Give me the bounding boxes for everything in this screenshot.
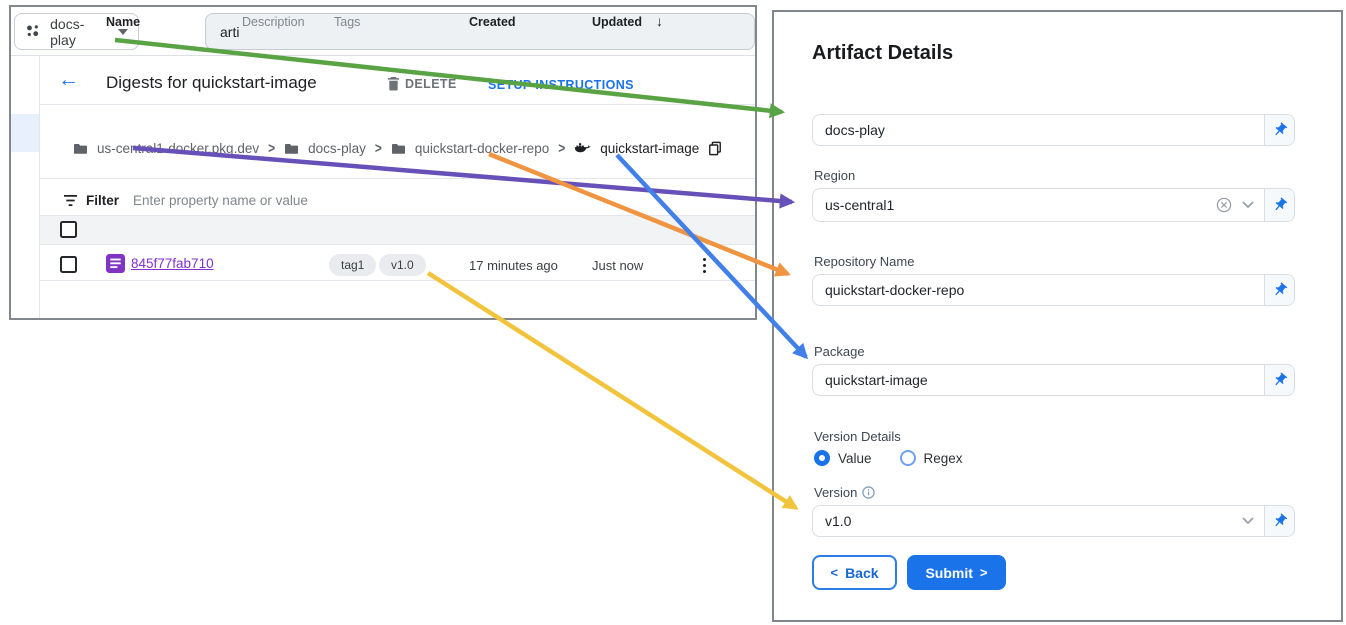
submit-button-label: Submit — [925, 564, 973, 581]
delete-button-label: DELETE — [405, 76, 457, 91]
back-arrow-icon[interactable]: ← — [58, 68, 79, 91]
region-label: Region — [814, 168, 856, 183]
region-input[interactable] — [825, 197, 1204, 213]
pin-button[interactable] — [1264, 115, 1294, 145]
tag-chip[interactable]: tag1 — [329, 254, 377, 276]
version-field — [812, 505, 1295, 537]
pin-button[interactable] — [1264, 275, 1294, 305]
pin-button[interactable] — [1264, 506, 1294, 536]
breadcrumb-separator: > — [558, 139, 566, 157]
version-details-radio-group: Value Regex — [814, 450, 963, 466]
clear-icon[interactable] — [1216, 197, 1232, 213]
tag-chip[interactable]: v1.0 — [379, 254, 426, 276]
filter-bar: Filter — [63, 189, 554, 211]
folder-icon — [391, 143, 405, 154]
console-screenshot: docs-play ← Digests for quickstart-image… — [9, 5, 757, 320]
column-header-description[interactable]: Description — [242, 15, 305, 29]
project-field — [812, 114, 1295, 146]
version-input[interactable] — [825, 513, 1230, 529]
digest-icon — [106, 254, 125, 273]
pushpin-icon — [1275, 282, 1287, 296]
divider — [40, 104, 755, 105]
repository-input[interactable] — [825, 282, 1252, 298]
column-header-name[interactable]: Name — [106, 15, 141, 29]
left-nav-strip — [11, 56, 40, 318]
pushpin-icon — [1275, 122, 1287, 136]
project-selector[interactable]: docs-play — [14, 13, 139, 50]
breadcrumb-item-host[interactable]: us-central1-docker.pkg.dev — [97, 140, 260, 156]
package-input[interactable] — [825, 372, 1252, 388]
breadcrumb-item-image[interactable]: quickstart-image — [600, 140, 700, 156]
repository-label: Repository Name — [814, 254, 915, 269]
chevron-down-icon — [118, 28, 128, 35]
folder-icon — [285, 143, 299, 154]
project-selector-label: docs-play — [50, 15, 85, 48]
radio-regex-label: Regex — [923, 450, 963, 466]
pushpin-icon — [1275, 513, 1287, 527]
divider — [40, 280, 755, 281]
column-header-updated[interactable]: Updated — [592, 15, 642, 29]
setup-instructions-button[interactable]: SETUP INSTRUCTIONS — [488, 78, 634, 92]
chevron-down-icon[interactable] — [1242, 517, 1254, 525]
radio-value-label: Value — [838, 450, 872, 466]
filter-icon — [64, 194, 77, 206]
page-title: Digests for quickstart-image — [106, 73, 317, 92]
row-checkbox[interactable] — [60, 256, 77, 273]
package-label: Package — [814, 344, 865, 359]
column-header-created[interactable]: Created — [469, 15, 516, 29]
chevron-down-icon[interactable] — [1242, 201, 1254, 209]
submit-button[interactable]: Submit > — [907, 555, 1006, 590]
back-button[interactable]: < Back — [812, 555, 897, 590]
project-grid-icon — [27, 25, 39, 37]
docker-icon — [575, 143, 591, 153]
column-header-tags[interactable]: Tags — [334, 15, 361, 29]
updated-cell: Just now — [592, 258, 644, 273]
nav-selected-highlight — [11, 114, 39, 152]
folder-icon — [74, 143, 87, 154]
breadcrumb-separator: > — [374, 139, 382, 157]
version-label: Version — [814, 485, 876, 500]
sort-descending-icon[interactable]: ↓ — [656, 13, 663, 29]
package-field — [812, 364, 1295, 396]
radio-regex-unselected[interactable] — [899, 450, 916, 466]
created-cell: 17 minutes ago — [469, 258, 558, 273]
form-title: Artifact Details — [812, 42, 954, 64]
table-header-row — [40, 215, 755, 245]
region-field — [812, 188, 1295, 222]
breadcrumb-item-project[interactable]: docs-play — [308, 140, 366, 156]
digest-link[interactable]: 845f77fab710 — [131, 256, 214, 271]
back-button-label: Back — [845, 564, 879, 581]
trash-icon — [387, 77, 400, 91]
pushpin-icon — [1275, 197, 1287, 211]
breadcrumb: us-central1-docker.pkg.dev > docs-play >… — [73, 134, 722, 162]
breadcrumb-separator: > — [268, 139, 276, 157]
chevron-right-icon: > — [979, 565, 988, 580]
filter-label: Filter — [86, 192, 120, 208]
pushpin-icon — [1275, 372, 1287, 386]
artifact-details-panel: Artifact Details Region Repository Name — [772, 10, 1343, 622]
copy-icon[interactable] — [708, 141, 722, 156]
search-input[interactable] — [220, 23, 740, 40]
digest-cell: 845f77fab710 — [106, 254, 214, 273]
row-actions-kebab-icon[interactable] — [701, 256, 708, 275]
topbar-divider — [11, 55, 755, 56]
divider — [40, 178, 755, 179]
breadcrumb-item-repository[interactable]: quickstart-docker-repo — [414, 140, 550, 156]
repository-field — [812, 274, 1295, 306]
version-details-label: Version Details — [814, 429, 901, 444]
project-input[interactable] — [825, 122, 1252, 138]
select-all-checkbox[interactable] — [60, 221, 77, 238]
delete-button[interactable]: DELETE — [387, 76, 457, 91]
chevron-left-icon: < — [830, 565, 839, 580]
pin-button[interactable] — [1264, 365, 1294, 395]
info-icon[interactable] — [862, 486, 876, 499]
radio-value-selected[interactable] — [814, 450, 830, 466]
version-label-text: Version — [814, 485, 858, 500]
pin-button[interactable] — [1264, 189, 1294, 221]
filter-input[interactable] — [133, 192, 554, 208]
